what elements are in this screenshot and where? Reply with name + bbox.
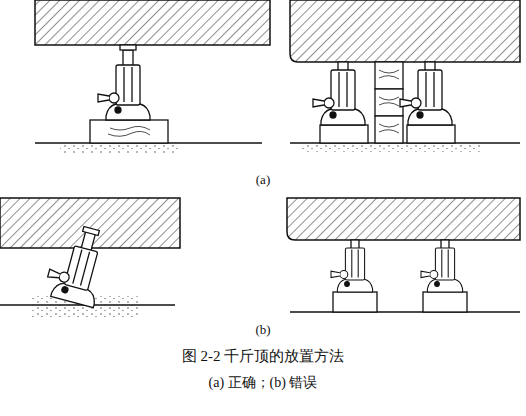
figure-caption: 图 2-2 千斤顶的放置方法 [182, 347, 345, 366]
part-label: (b) [255, 322, 270, 338]
part-label: (a) [256, 172, 270, 188]
beam [35, 0, 270, 45]
caption-note: (a) 正确；(b) 错误 [209, 374, 318, 392]
